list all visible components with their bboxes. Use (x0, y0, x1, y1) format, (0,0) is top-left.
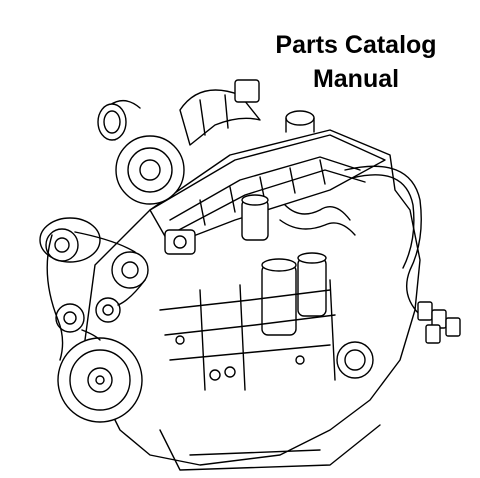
injector-lines (279, 204, 356, 236)
idler-pulley-2 (95, 297, 121, 323)
thermostat-housing (164, 229, 196, 255)
connector-plug-4 (425, 324, 441, 344)
wiring-harness (344, 165, 422, 316)
page-title: Parts Catalog Manual (256, 28, 456, 96)
oil-filter (241, 199, 269, 241)
connector-plug-3 (445, 317, 461, 337)
turbocharger-housing (115, 135, 185, 205)
intake-sensor (234, 79, 260, 103)
oil-pan (159, 424, 381, 471)
flywheel-housing-port (336, 341, 374, 379)
fuel-filter-2 (297, 257, 327, 317)
idler-pulley-1 (55, 303, 85, 333)
title-line-manual: Manual (312, 65, 400, 93)
fuel-filter-1 (261, 264, 297, 336)
title-line-parts-catalog: Parts Catalog (275, 31, 437, 59)
connector-plug-1 (417, 301, 433, 321)
alternator (39, 217, 101, 263)
oil-filler-cap (285, 110, 315, 126)
fan-hub-pulley (111, 251, 149, 289)
engine-illustration (0, 60, 480, 478)
drive-belt (46, 231, 146, 361)
turbo-inlet (97, 103, 127, 141)
